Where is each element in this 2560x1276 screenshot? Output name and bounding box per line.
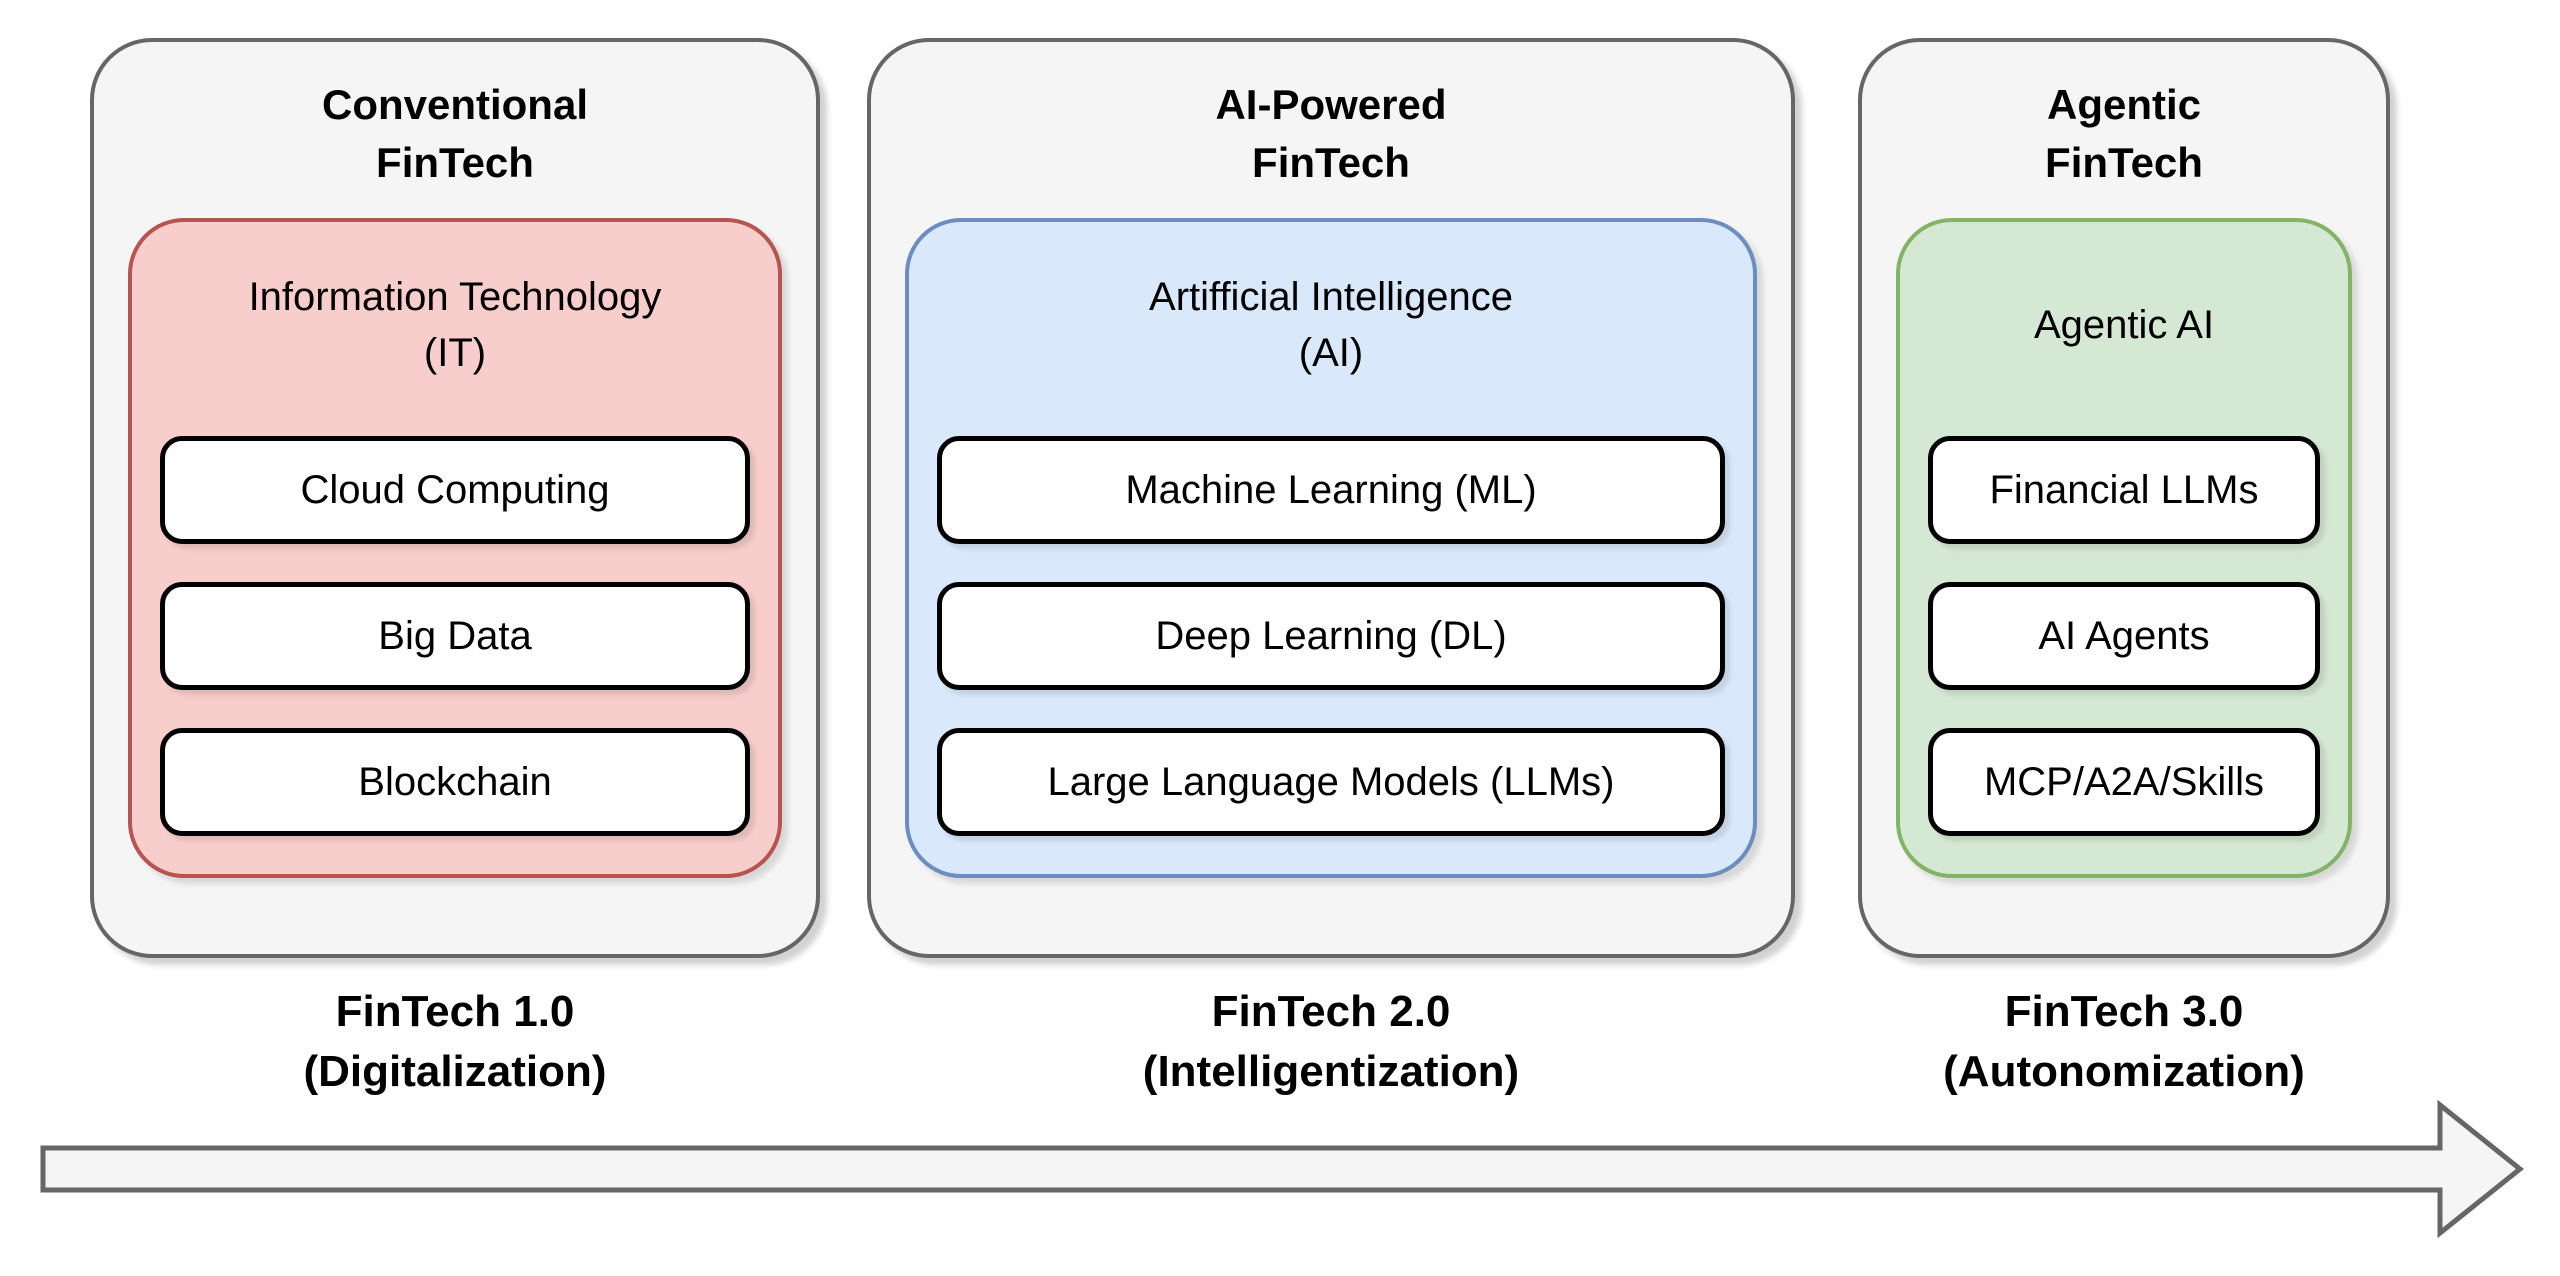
stage-label-line1: FinTech 3.0 bbox=[2004, 987, 2244, 1036]
tech-group-label-line2: (AI) bbox=[1298, 331, 1364, 375]
tech-group-label: Agentic AI bbox=[1928, 250, 2320, 400]
tech-group-label: Artifficial Intelligence (AI) bbox=[937, 250, 1725, 400]
tech-item: Large Language Models (LLMs) bbox=[937, 728, 1725, 836]
tech-item: Big Data bbox=[160, 582, 750, 690]
tech-group-label-line1: Artifficial Intelligence bbox=[1149, 275, 1513, 319]
tech-group-it: Information Technology (IT) Cloud Comput… bbox=[128, 218, 782, 878]
tech-group-label-line1: Agentic AI bbox=[2033, 303, 2215, 347]
panel-agentic-fintech: Agentic FinTech Agentic AI Financial LLM… bbox=[1858, 38, 2390, 958]
panel-ai-powered-fintech: AI-Powered FinTech Artifficial Intellige… bbox=[867, 38, 1795, 958]
panel-title-line1: Conventional bbox=[321, 81, 588, 128]
tech-group-agentic-ai: Agentic AI Financial LLMs AI Agents MCP/… bbox=[1896, 218, 2352, 878]
tech-item-list: Financial LLMs AI Agents MCP/A2A/Skills bbox=[1928, 436, 2320, 836]
right-arrow-icon bbox=[40, 1099, 2525, 1239]
panel-title: Conventional FinTech bbox=[94, 76, 816, 192]
tech-group-label: Information Technology (IT) bbox=[160, 250, 750, 400]
tech-item: Cloud Computing bbox=[160, 436, 750, 544]
tech-item-list: Machine Learning (ML) Deep Learning (DL)… bbox=[937, 436, 1725, 836]
stage-label-line2: (Autonomization) bbox=[1943, 1047, 2305, 1096]
stage-label-fintech-2: FinTech 2.0 (Intelligentization) bbox=[867, 982, 1795, 1102]
panel-conventional-fintech: Conventional FinTech Information Technol… bbox=[90, 38, 820, 958]
tech-group-ai: Artifficial Intelligence (AI) Machine Le… bbox=[905, 218, 1757, 878]
panel-title-line2: FinTech bbox=[376, 139, 534, 186]
tech-group-label-line1: Information Technology bbox=[248, 275, 662, 319]
panel-title-line2: FinTech bbox=[1252, 139, 1410, 186]
tech-item: AI Agents bbox=[1928, 582, 2320, 690]
stage-label-fintech-1: FinTech 1.0 (Digitalization) bbox=[90, 982, 820, 1102]
tech-item: Blockchain bbox=[160, 728, 750, 836]
tech-item: Financial LLMs bbox=[1928, 436, 2320, 544]
panel-title: AI-Powered FinTech bbox=[871, 76, 1791, 192]
tech-group-label-line2: (IT) bbox=[423, 331, 487, 375]
stage-label-fintech-3: FinTech 3.0 (Autonomization) bbox=[1858, 982, 2390, 1102]
panel-title-line2: FinTech bbox=[2045, 139, 2203, 186]
stage-label-line1: FinTech 1.0 bbox=[335, 987, 575, 1036]
tech-item: Deep Learning (DL) bbox=[937, 582, 1725, 690]
tech-item-list: Cloud Computing Big Data Blockchain bbox=[160, 436, 750, 836]
panel-title-line1: Agentic bbox=[2046, 81, 2201, 128]
stage-label-line1: FinTech 2.0 bbox=[1211, 987, 1451, 1036]
tech-item: MCP/A2A/Skills bbox=[1928, 728, 2320, 836]
panel-title-line1: AI-Powered bbox=[1215, 81, 1447, 128]
stage-label-line2: (Digitalization) bbox=[303, 1047, 607, 1096]
tech-item: Machine Learning (ML) bbox=[937, 436, 1725, 544]
stage-label-line2: (Intelligentization) bbox=[1142, 1047, 1520, 1096]
panel-title: Agentic FinTech bbox=[1862, 76, 2386, 192]
